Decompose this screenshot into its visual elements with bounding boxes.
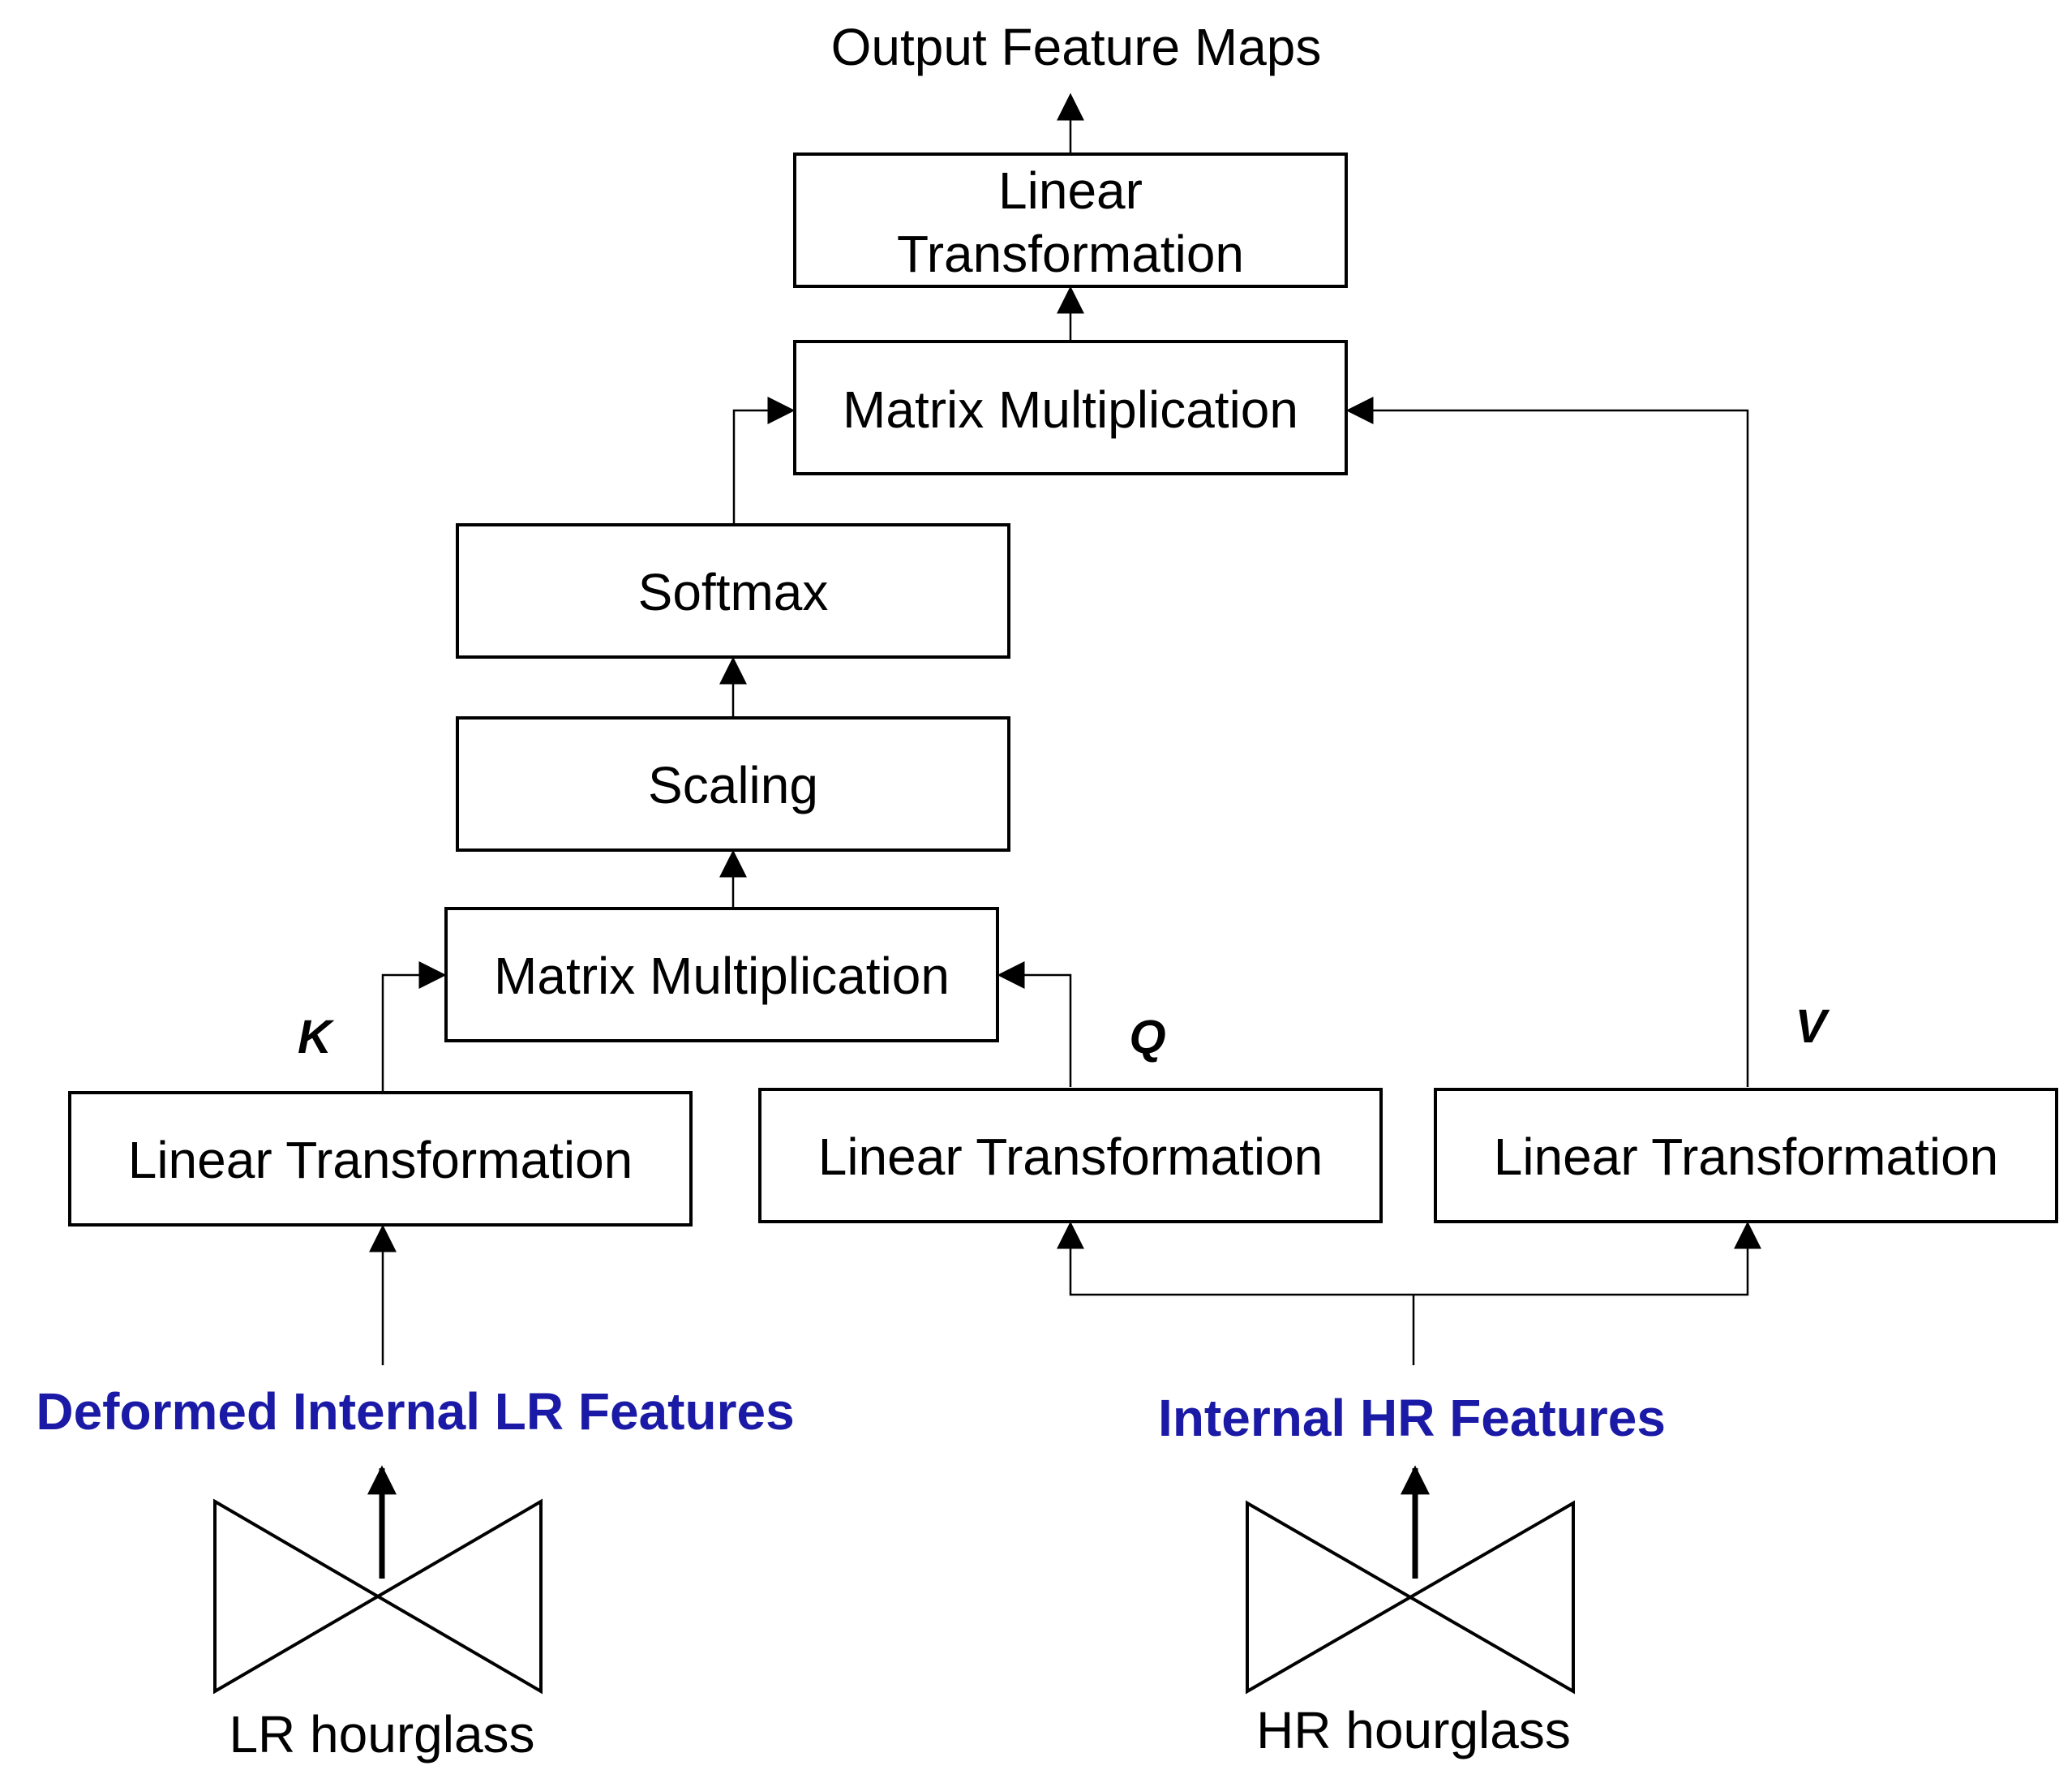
box-linear-q-label: Linear Transformation <box>818 1128 1323 1186</box>
box-softmax-label: Softmax <box>638 563 829 621</box>
lr-features-label: Deformed Internal LR Features <box>36 1382 794 1441</box>
arrow-softmax-to-matmul <box>732 397 796 523</box>
hr-features-label: Internal HR Features <box>1158 1389 1666 1447</box>
box-output-linear-line1: Linear <box>998 161 1143 220</box>
label-k: K <box>298 1011 335 1063</box>
arrow-hr-to-linear-q <box>1057 1221 1414 1296</box>
box-linear-v: Linear Transformation <box>1434 1088 2058 1223</box>
box-linear-v-label: Linear Transformation <box>1494 1128 1999 1186</box>
label-q: Q <box>1129 1011 1165 1063</box>
box-linear-k: Linear Transformation <box>68 1091 693 1227</box>
box-softmax: Softmax <box>456 523 1010 659</box>
box-output-linear: Linear Transformation <box>793 153 1348 288</box>
hr-hourglass-label: HR hourglass <box>1256 1701 1571 1759</box>
arrow-v-to-matmul <box>1345 397 1749 1087</box>
box-scaling: Scaling <box>456 716 1010 852</box>
box-matmul-top-label: Matrix Multiplication <box>843 380 1298 439</box>
lr-hourglass-label: LR hourglass <box>229 1705 534 1764</box>
box-linear-q: Linear Transformation <box>758 1088 1383 1223</box>
box-scaling-label: Scaling <box>648 756 818 814</box>
box-matmul-bottom: Matrix Multiplication <box>444 907 999 1042</box>
arrow-hr-to-linear-v <box>1414 1221 1761 1296</box>
label-v: V <box>1795 1000 1830 1053</box>
box-output-linear-line2: Transformation <box>897 225 1244 283</box>
box-matmul-bottom-label: Matrix Multiplication <box>494 947 950 1005</box>
hr-hourglass-icon <box>1246 1465 1575 1695</box>
box-linear-k-label: Linear Transformation <box>128 1131 633 1189</box>
arrow-q-to-matmul <box>997 961 1072 1087</box>
box-matmul-top: Matrix Multiplication <box>793 340 1348 475</box>
diagram-title: Output Feature Maps <box>831 18 1322 76</box>
lr-hourglass-icon <box>213 1465 543 1695</box>
arrow-k-to-matmul <box>381 961 447 1091</box>
